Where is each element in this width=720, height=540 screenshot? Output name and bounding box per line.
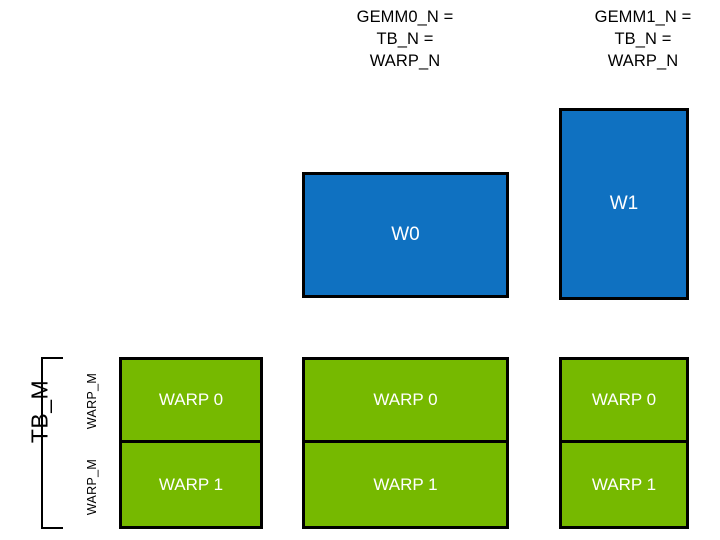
warp-m-axis-label-bottom: WARP_M bbox=[85, 458, 99, 516]
warp-cell: WARP 1 bbox=[122, 443, 260, 526]
tb-m-bracket bbox=[41, 357, 63, 529]
warp-cell-label: WARP 0 bbox=[158, 390, 224, 409]
warp-cell: WARP 0 bbox=[562, 360, 686, 443]
warp-cell-label: WARP 1 bbox=[373, 474, 438, 494]
warp-cell-label: WARP 1 bbox=[591, 474, 657, 494]
warp-cell: WARP 1 bbox=[562, 443, 686, 526]
warp-cell: WARP 1 bbox=[305, 443, 506, 526]
column-caption-gemm1: GEMM1_N = TB_N = WARP_N bbox=[594, 8, 692, 70]
blue-warp-box-w1-label: W1 bbox=[609, 193, 639, 214]
green-warp-column-1: WARP 0 WARP 1 bbox=[302, 357, 509, 529]
warp-m-axis-label-top: WARP_M bbox=[85, 372, 99, 430]
green-warp-column-2: WARP 0 WARP 1 bbox=[559, 357, 689, 529]
warp-cell-label: WARP 1 bbox=[158, 474, 224, 494]
tb-m-axis-label: TB_M bbox=[26, 379, 53, 444]
warp-cell-label: WARP 0 bbox=[591, 390, 657, 409]
warp-cell-label: WARP 0 bbox=[373, 390, 438, 409]
column-caption-gemm0: GEMM0_N = TB_N = WARP_N bbox=[356, 8, 454, 70]
warp-cell: WARP 0 bbox=[305, 360, 506, 443]
warp-cell: WARP 0 bbox=[122, 360, 260, 443]
blue-warp-box-w0: W0 bbox=[302, 172, 509, 298]
blue-warp-box-w1: W1 bbox=[559, 108, 689, 300]
blue-warp-box-w0-label: W0 bbox=[391, 224, 420, 245]
green-warp-column-0: WARP 0 WARP 1 bbox=[119, 357, 263, 529]
